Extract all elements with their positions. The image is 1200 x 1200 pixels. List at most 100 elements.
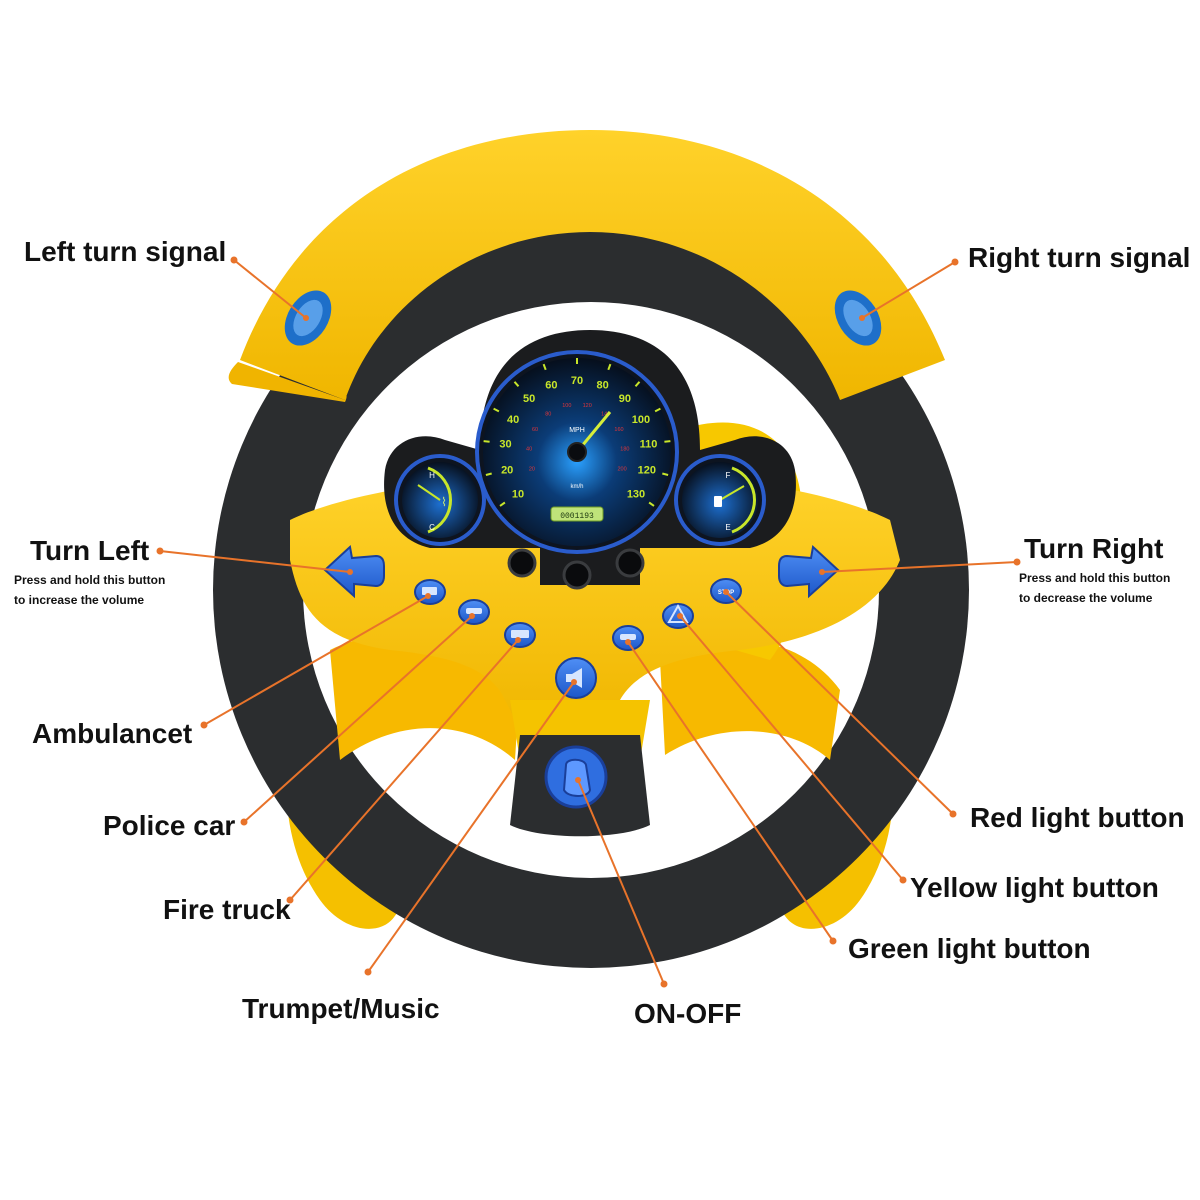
kmh-tick-label: 60 (532, 427, 538, 433)
callout-left-turn-signal (233, 259, 307, 319)
label-red-light: Red light button (970, 802, 1185, 833)
turn-left-button[interactable] (323, 545, 385, 599)
police-car-button[interactable] (458, 599, 490, 625)
fuel-pump-icon (714, 496, 722, 507)
speed-tick-mark (513, 381, 520, 387)
kmh-tick-label: 100 (562, 403, 571, 409)
fire-truck-button[interactable] (504, 622, 536, 648)
turn-right-button[interactable] (778, 545, 840, 599)
callout-turn-left (159, 550, 351, 573)
indicator-lights (507, 548, 645, 590)
speed-unit-mph: MPH (569, 427, 585, 434)
speed-tick-mark (654, 407, 661, 413)
kmh-tick-label: 140 (601, 412, 610, 418)
label-left-turn-signal: Left turn signal (24, 236, 227, 267)
callout-on-off (577, 779, 665, 985)
green-indicator-light (507, 548, 537, 578)
label-ambulance: Ambulancet (32, 718, 193, 749)
callout-right-turn-signal (861, 261, 956, 319)
thermometer-icon: ⌇ (441, 495, 447, 509)
callout-trumpet-music (367, 681, 575, 973)
callout-ambulance (203, 595, 429, 726)
temp-cold-label: C (429, 523, 435, 532)
kmh-tick-label: 180 (620, 446, 629, 452)
callout-police-car (243, 615, 473, 823)
right-turn-signal-light (834, 290, 882, 346)
kmh-tick-label: 120 (583, 403, 592, 409)
speed-tick-mark (542, 363, 547, 371)
wheel-upper-grip (228, 130, 945, 402)
speed-tick-mark (662, 472, 669, 476)
note-turn-left-1: Press and hold this button (14, 573, 166, 587)
yellow-indicator-light (562, 560, 592, 590)
callout-dots (156, 256, 1021, 988)
speed-tick-label: 120 (638, 465, 656, 477)
fuel-empty-label: E (725, 523, 730, 532)
label-police-car: Police car (103, 810, 236, 841)
callout-yellow-light (679, 615, 904, 881)
speed-tick-label: 130 (627, 488, 645, 500)
on-off-switch[interactable] (544, 745, 608, 809)
speed-tick-label: 110 (640, 439, 658, 451)
note-turn-right-2: to decrease the volume (1019, 591, 1153, 605)
label-on-off: ON-OFF (634, 998, 742, 1029)
kmh-tick-label: 160 (614, 427, 623, 433)
callout-red-light (725, 591, 954, 815)
note-turn-right-1: Press and hold this button (1019, 571, 1171, 585)
kmh-tick-label: 20 (529, 466, 535, 472)
label-fire-truck: Fire truck (163, 894, 291, 925)
speed-tick-mark (664, 440, 671, 443)
speed-tick-label: 80 (596, 380, 608, 392)
callout-green-light (627, 641, 834, 942)
speed-tick-label: 90 (619, 393, 631, 405)
speed-unit-kmh: km/h (570, 484, 583, 490)
kmh-tick-label: 40 (526, 446, 532, 452)
odometer-value: 0001193 (560, 512, 594, 521)
label-green-light: Green light button (848, 933, 1091, 964)
speed-tick-label: 50 (523, 393, 535, 405)
speed-tick-mark (499, 501, 506, 507)
callout-lines (159, 259, 1018, 985)
speed-tick-label: 10 (512, 488, 524, 500)
label-turn-right: Turn Right (1024, 533, 1164, 564)
speed-tick-label: 70 (571, 375, 583, 387)
speed-tick-mark (483, 440, 490, 443)
fire-truck-icon (511, 630, 529, 638)
police-car-icon (466, 608, 482, 614)
label-trumpet-music: Trumpet/Music (242, 993, 440, 1024)
callout-fire-truck (289, 639, 519, 901)
speed-tick-mark (634, 381, 641, 387)
ambulance-icon (422, 587, 437, 595)
label-turn-left: Turn Left (30, 535, 150, 566)
speed-tick-mark (493, 407, 500, 413)
speed-tick-mark (607, 363, 612, 371)
speed-tick-mark (485, 472, 492, 476)
kmh-tick-label: 200 (618, 466, 627, 472)
green-light-button[interactable] (612, 625, 644, 651)
label-right-turn-signal: Right turn signal (968, 242, 1191, 273)
trumpet-music-button[interactable] (555, 657, 597, 699)
speed-tick-label: 20 (501, 465, 513, 477)
note-turn-left-2: to increase the volume (14, 593, 145, 607)
fuel-full-label: F (726, 471, 731, 480)
car-icon (620, 634, 636, 640)
speed-tick-label: 40 (507, 414, 519, 426)
temp-hot-label: H (429, 471, 435, 480)
fuel-gauge: F E (674, 454, 766, 546)
speed-tick-label: 100 (632, 414, 650, 426)
warning-triangle-icon (667, 603, 689, 623)
speed-tick-label: 60 (545, 380, 557, 392)
temperature-gauge: H C ⌇ (394, 454, 486, 546)
horn-icon (566, 668, 582, 688)
callout-turn-right (821, 561, 1018, 573)
ambulance-button[interactable] (414, 579, 446, 605)
needle-hub (567, 442, 587, 462)
speed-tick-label: 30 (499, 439, 511, 451)
label-yellow-light: Yellow light button (910, 872, 1159, 903)
odometer-display (550, 506, 604, 522)
